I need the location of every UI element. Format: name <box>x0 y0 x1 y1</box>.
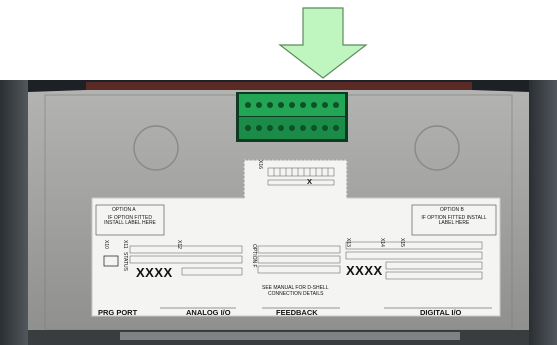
option-a-note: IF OPTION FITTED INSTALL LABEL HERE <box>104 215 156 226</box>
option-b-box <box>411 204 497 236</box>
x-mark: X <box>307 177 313 186</box>
left-side-panel <box>0 80 28 345</box>
xxxx-right: XXXX <box>346 263 383 278</box>
prg-port-label: PRG PORT <box>98 308 138 317</box>
left-recess <box>133 125 179 171</box>
x16-pins <box>267 167 335 186</box>
option-f-label: OPTION F <box>251 244 257 268</box>
down-arrow-icon <box>278 7 368 79</box>
x11-label: X11 <box>122 240 128 249</box>
right-side-panel <box>529 80 557 345</box>
analog-io-label: ANALOG I/O <box>186 308 231 317</box>
x12-label: X12 <box>176 240 182 249</box>
option-a-box <box>95 204 165 236</box>
option-b-title: OPTION B <box>440 207 464 213</box>
option-b-note: IF OPTION FITTED INSTALL LABEL HERE <box>421 215 487 226</box>
x14-label: X14 <box>379 238 385 247</box>
dshell-note-1: SEE MANUAL FOR D-SHELL <box>262 285 329 291</box>
x13-label: X13 <box>345 238 351 247</box>
x15-label: X15 <box>399 238 405 247</box>
right-recess <box>414 125 460 171</box>
analog-pins <box>129 245 243 276</box>
status-label: STATUS <box>122 252 128 271</box>
x10-label: X10 <box>103 240 109 249</box>
option-a-title: OPTION A <box>112 207 136 213</box>
digital-io-label: DIGITAL I/O <box>420 308 462 317</box>
usb-port-icon <box>103 255 119 267</box>
dshell-note-2: CONNECTION DETAILS <box>268 291 324 297</box>
red-edge <box>86 82 472 92</box>
feedback-pins <box>257 245 341 274</box>
digital-pins <box>345 241 483 280</box>
feedback-label: FEEDBACK <box>276 308 318 317</box>
x16-label: X16 <box>257 160 263 169</box>
terminal-block-icon <box>236 92 348 142</box>
xxxx-left: XXXX <box>136 265 173 280</box>
